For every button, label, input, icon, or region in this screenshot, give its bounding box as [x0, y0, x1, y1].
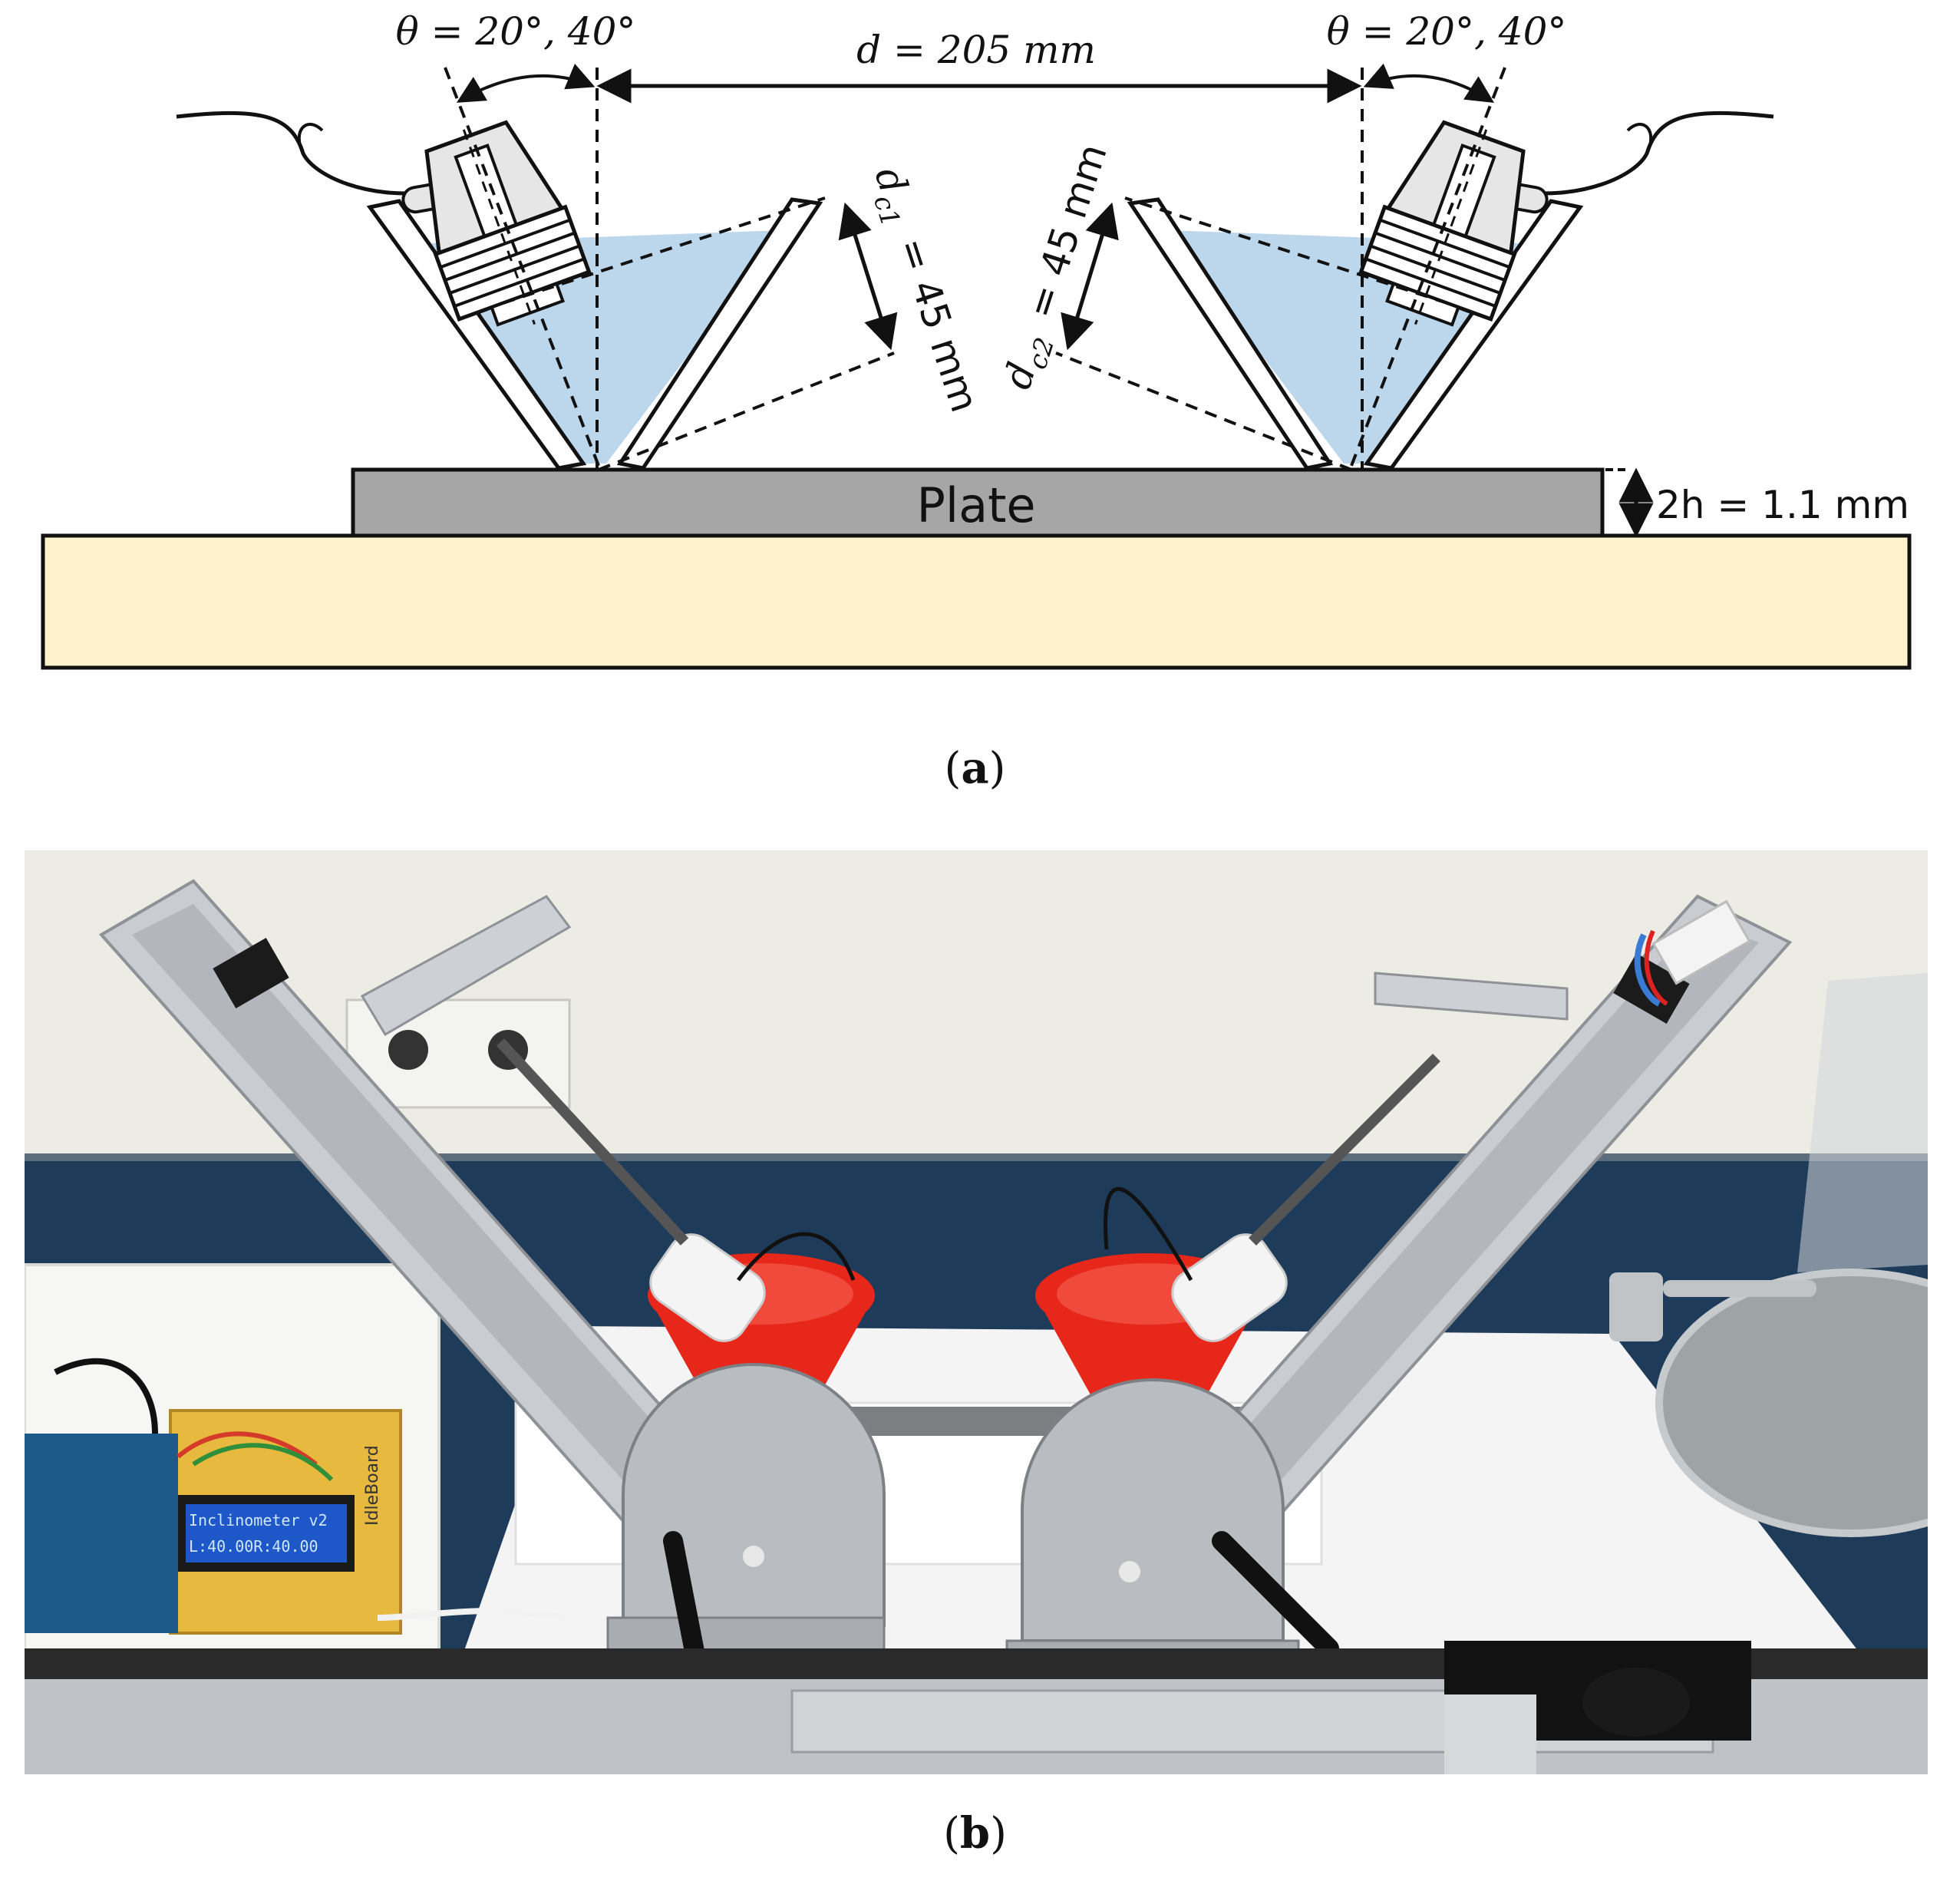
- caption-b: (b): [943, 1808, 1007, 1859]
- plate: [351, 467, 1605, 538]
- acrylic-box: [1797, 973, 1928, 1272]
- thickness-label: 2h = 1.1 mm: [1656, 483, 1909, 527]
- right-transducer-cylinder: [1171, 1233, 1288, 1342]
- photo-panel: IdleBoard Inclinometer v2 L:40.00R:40.00: [25, 850, 1928, 1774]
- dc1-arrow: [838, 202, 898, 351]
- lcd-line-2: L:40.00R:40.00: [189, 1537, 318, 1556]
- right-aluminium-arm: [1134, 894, 1793, 1574]
- schematic-diagram: Plate: [41, 9, 1912, 670]
- svg-text:dc1= 45 mm: dc1= 45 mm: [860, 162, 987, 420]
- dc1-label: dc1= 45 mm: [860, 162, 988, 420]
- left-aluminium-arm: [98, 879, 757, 1566]
- sink: [1655, 1269, 1928, 1537]
- right-angle-label: θ = 20°, 40°: [1327, 9, 1567, 54]
- faucet: [1609, 1272, 1663, 1341]
- dc2-label: dc2= 45 mm: [995, 139, 1122, 397]
- base-block: [41, 533, 1912, 670]
- svg-text:dc2= 45 mm: dc2= 45 mm: [995, 139, 1122, 397]
- right-funnel: [1127, 111, 1774, 470]
- lcd-line-1: Inclinometer v2: [189, 1511, 328, 1529]
- caption-a: (a): [944, 743, 1006, 794]
- arduino-board: [25, 1434, 178, 1633]
- right-guide-lines: [1055, 67, 1506, 471]
- electronics: IdleBoard Inclinometer v2 L:40.00R:40.00: [25, 1358, 563, 1635]
- plate-label: Plate: [916, 477, 1035, 533]
- dc2-arrow: [1061, 202, 1119, 351]
- distance-label: d = 205 mm: [856, 28, 1096, 72]
- breadboard-label: IdleBoard: [363, 1445, 382, 1526]
- left-transducer-cylinder: [649, 1233, 766, 1342]
- left-pivot-bracket: [606, 1363, 886, 1689]
- left-angle-label: θ = 20°, 40°: [396, 9, 636, 54]
- left-angle-arc: [456, 63, 596, 103]
- right-angle-arc: [1363, 63, 1495, 103]
- left-guide-lines: [444, 67, 895, 471]
- inclinometer-sensor: [1651, 899, 1751, 985]
